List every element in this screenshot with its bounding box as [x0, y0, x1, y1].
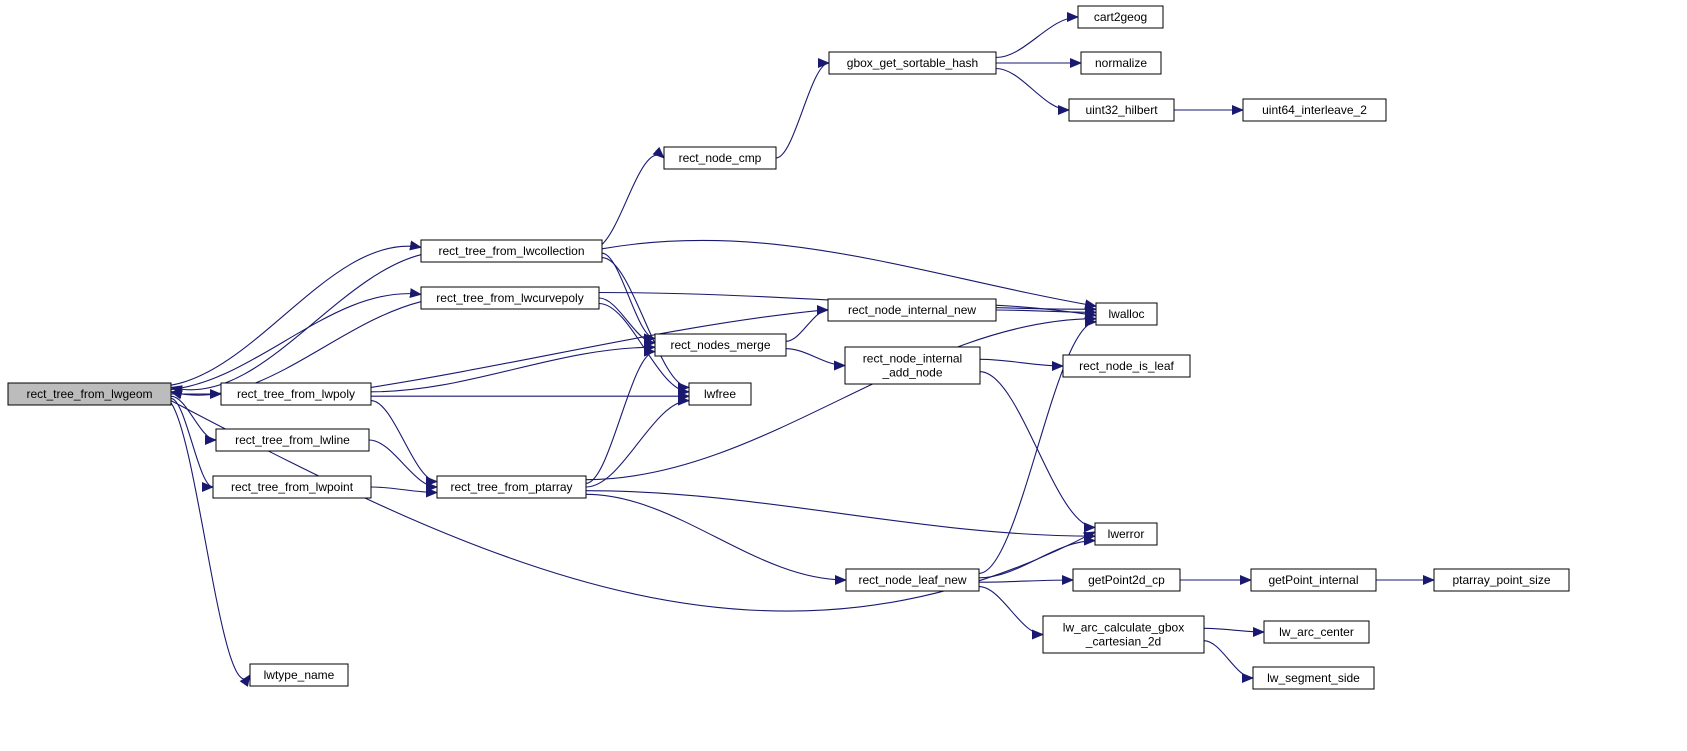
node-label: rect_tree_from_lwcollection — [438, 244, 584, 258]
node-label: getPoint_internal — [1268, 573, 1358, 587]
node-rect_tree_from_lwcollection[interactable]: rect_tree_from_lwcollection — [420, 239, 603, 263]
edge-gbox_get_sortable_hash--uint32_hilbert — [995, 67, 1070, 115]
node-cart2geog[interactable]: cart2geog — [1077, 5, 1164, 29]
edge-rect_tree_from_lwcollection--lwfree — [601, 257, 690, 393]
edge-lw_arc_calculate_gbox_cartesian_2d--lw_segment_side — [1203, 640, 1254, 683]
node-label: rect_tree_from_lwline — [235, 433, 350, 447]
edge-lw_arc_calculate_gbox_cartesian_2d--lw_arc_center — [1203, 626, 1265, 637]
node-rect_tree_from_lwcurvepoly[interactable]: rect_tree_from_lwcurvepoly — [420, 286, 600, 310]
node-gbox_get_sortable_hash[interactable]: gbox_get_sortable_hash — [828, 51, 997, 75]
edge-rect_tree_from_lwpoly--rect_tree_from_ptarray — [370, 400, 438, 487]
node-rect_node_is_leaf[interactable]: rect_node_is_leaf — [1062, 354, 1191, 378]
edge-rect_tree_from_ptarray--rect_node_leaf_new — [585, 493, 847, 585]
node-label: lwalloc — [1108, 307, 1144, 321]
node-lw_arc_calculate_gbox_cartesian_2d[interactable]: lw_arc_calculate_gbox_cartesian_2d — [1042, 615, 1205, 654]
node-lwalloc[interactable]: lwalloc — [1095, 302, 1158, 326]
node-lwerror[interactable]: lwerror — [1094, 522, 1158, 546]
node-label: rect_tree_from_lwpoint — [231, 480, 354, 494]
node-label: lw_arc_calculate_gbox_cartesian_2d — [1063, 621, 1184, 649]
node-label: getPoint2d_cp — [1088, 573, 1165, 587]
node-label: lwtype_name — [264, 668, 335, 682]
node-rect_node_cmp[interactable]: rect_node_cmp — [663, 146, 777, 170]
node-label: lw_arc_center — [1279, 625, 1354, 639]
edge-rect_tree_from_lwcollection--lwalloc — [601, 239, 1097, 310]
edge-rect_nodes_merge--rect_node_internal_new — [785, 305, 829, 342]
node-label: uint32_hilbert — [1085, 103, 1158, 117]
node-label: gbox_get_sortable_hash — [847, 56, 978, 70]
node-ptarray_point_size[interactable]: ptarray_point_size — [1433, 568, 1570, 592]
edge-rect_node_leaf_new--lwalloc — [978, 316, 1097, 574]
node-label: rect_node_internal_new — [848, 303, 976, 317]
node-rect_tree_from_ptarray[interactable]: rect_tree_from_ptarray — [436, 475, 587, 499]
edge-rect_tree_from_lwcurvepoly--rect_tree_from_lwgeom — [170, 301, 422, 400]
edge-rect_node_leaf_new--getPoint2d_cp — [978, 575, 1074, 586]
edge-rect_tree_from_lwgeom--rect_tree_from_lwpoint — [170, 397, 214, 492]
node-label: lw_segment_side — [1267, 671, 1360, 685]
edge-rect_node_leaf_new--lw_arc_calculate_gbox_cartesian_2d — [978, 586, 1044, 640]
edge-rect_node_internal_new--lwalloc — [995, 307, 1097, 318]
node-rect_node_leaf_new[interactable]: rect_node_leaf_new — [845, 568, 980, 592]
node-rect_node_internal_add_node[interactable]: rect_node_internal_add_node — [844, 346, 981, 385]
node-label: rect_node_cmp — [679, 151, 762, 165]
edge-rect_node_leaf_new--lwerror — [978, 535, 1096, 579]
node-rect_nodes_merge[interactable]: rect_nodes_merge — [654, 333, 787, 357]
node-rect_tree_from_lwpoly[interactable]: rect_tree_from_lwpoly — [220, 382, 372, 406]
node-lwfree[interactable]: lwfree — [688, 382, 752, 406]
edge-rect_node_cmp--gbox_get_sortable_hash — [775, 58, 830, 159]
edge-rect_nodes_merge--rect_node_internal_add_node — [785, 348, 846, 371]
edge-rect_tree_from_lwcollection--rect_nodes_merge — [601, 252, 656, 344]
edge-rect_node_internal_add_node--lwerror — [979, 371, 1096, 533]
edge-rect_tree_from_ptarray--lwalloc — [585, 313, 1097, 481]
edge-rect_tree_from_lwgeom--rect_tree_from_lwcollection — [170, 240, 422, 386]
node-label: rect_nodes_merge — [670, 338, 770, 352]
node-label: rect_node_internal_add_node — [863, 352, 962, 380]
node-lw_arc_center[interactable]: lw_arc_center — [1263, 620, 1370, 644]
edge-rect_tree_from_lwcollection--rect_node_cmp — [601, 146, 665, 245]
node-label: lwerror — [1108, 527, 1145, 541]
node-label: ptarray_point_size — [1452, 573, 1550, 587]
edge-rect_tree_from_lwcurvepoly--rect_nodes_merge — [598, 297, 656, 348]
edge-rect_tree_from_ptarray--rect_nodes_merge — [585, 346, 656, 484]
node-rect_node_internal_new[interactable]: rect_node_internal_new — [827, 298, 997, 322]
edge-rect_tree_from_lwpoint--rect_tree_from_ptarray — [370, 486, 438, 498]
node-label: lwfree — [704, 387, 736, 401]
node-rect_tree_from_lwgeom: rect_tree_from_lwgeom — [7, 382, 172, 406]
edge-rect_tree_from_ptarray--lwfree — [585, 395, 690, 488]
node-label: rect_tree_from_ptarray — [450, 480, 572, 494]
node-rect_tree_from_lwline[interactable]: rect_tree_from_lwline — [215, 428, 370, 452]
node-lw_segment_side[interactable]: lw_segment_side — [1252, 666, 1375, 690]
edge-gbox_get_sortable_hash--cart2geog — [995, 12, 1079, 59]
node-label: normalize — [1095, 56, 1147, 70]
node-label: rect_node_is_leaf — [1079, 359, 1174, 373]
node-label: cart2geog — [1094, 10, 1147, 24]
edges-layer — [170, 12, 1435, 687]
node-lwtype_name[interactable]: lwtype_name — [249, 663, 349, 687]
node-label: rect_tree_from_lwcurvepoly — [436, 291, 583, 305]
node-label: rect_node_leaf_new — [858, 573, 966, 587]
edge-rect_tree_from_lwpoly--rect_nodes_merge — [370, 342, 656, 393]
node-label: rect_tree_from_lwpoly — [237, 387, 355, 401]
node-getPoint_internal[interactable]: getPoint_internal — [1250, 568, 1377, 592]
edge-rect_tree_from_lwcollection--rect_tree_from_lwgeom — [170, 254, 422, 395]
nodes-layer: rect_tree_from_lwgeom rect_tree_from_lwpo… — [7, 5, 1570, 690]
node-uint32_hilbert[interactable]: uint32_hilbert — [1068, 98, 1175, 122]
node-rect_tree_from_lwpoint[interactable]: rect_tree_from_lwpoint — [212, 475, 372, 499]
edge-rect_tree_from_lwgeom--lwtype_name — [170, 402, 251, 687]
node-normalize[interactable]: normalize — [1080, 51, 1162, 75]
node-label: uint64_interleave_2 — [1262, 103, 1367, 117]
node-getPoint2d_cp[interactable]: getPoint2d_cp — [1072, 568, 1181, 592]
edge-rect_tree_from_lwgeom--rect_tree_from_lwcurvepoly — [170, 288, 422, 391]
edge-rect_tree_from_ptarray--lwerror — [585, 490, 1096, 542]
node-uint64_interleave_2[interactable]: uint64_interleave_2 — [1242, 98, 1387, 122]
edge-rect_tree_from_lwline--rect_tree_from_ptarray — [368, 439, 438, 492]
edge-rect_node_internal_add_node--rect_node_is_leaf — [979, 358, 1064, 371]
node-label: rect_tree_from_lwgeom — [26, 387, 152, 401]
